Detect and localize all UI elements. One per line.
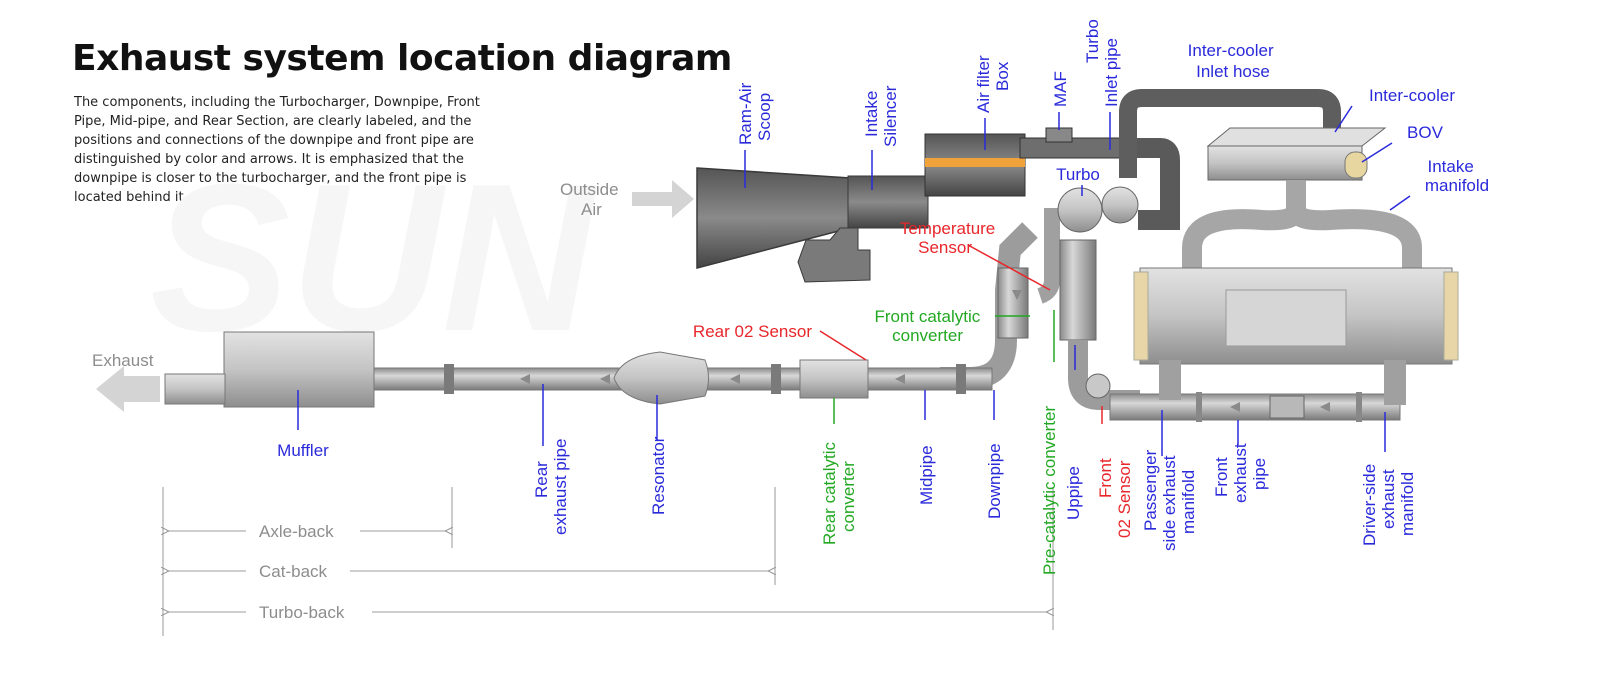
cat-back-label: Cat-back bbox=[259, 562, 328, 581]
bov-valve bbox=[1344, 151, 1368, 179]
uppipe bbox=[1068, 340, 1140, 410]
intake-manifold-label: Intake manifold bbox=[1425, 157, 1489, 195]
turbo-label: Turbo bbox=[1056, 165, 1100, 184]
bov-label: BOV bbox=[1407, 123, 1444, 142]
driver-pipe-flange bbox=[1356, 392, 1362, 422]
outside-air-arrow bbox=[632, 180, 694, 218]
outside-air-label: Outside Air bbox=[560, 180, 623, 219]
page-title: Exhaust system location diagram bbox=[72, 38, 732, 79]
maf-label: MAF bbox=[1051, 71, 1070, 107]
front-pipe-flange bbox=[1196, 392, 1202, 422]
engine-crank bbox=[1225, 289, 1347, 347]
turbo-inlet-pipe bbox=[1120, 138, 1180, 230]
intake-silencer bbox=[847, 175, 929, 229]
flex-coupling bbox=[1269, 395, 1305, 419]
front-exhaust-pipe-label: Front exhaust pipe bbox=[1212, 439, 1269, 503]
muffler bbox=[223, 331, 375, 408]
engine-end-right bbox=[1443, 271, 1459, 361]
front-catalytic-converter-label: Front catalytic converter bbox=[874, 307, 985, 345]
ram-air-scoop-label: Ram-Air Scoop bbox=[736, 78, 774, 145]
intake-silencer-label: Intake Silencer bbox=[862, 85, 900, 147]
pre-catalytic-converter bbox=[1059, 239, 1097, 341]
rear-exhaust-pipe-label: Rear exhaust pipe bbox=[532, 439, 570, 535]
section-dimension-lines bbox=[163, 487, 1053, 636]
maf-sensor bbox=[1045, 127, 1073, 143]
exhaust-label: Exhaust bbox=[92, 351, 154, 370]
intercooler-inlet-hose-label: Inter-cooler Inlet hose bbox=[1188, 41, 1279, 81]
resonator-label: Resonator bbox=[649, 436, 668, 515]
rear-catalytic-converter bbox=[799, 359, 869, 399]
rear-catalytic-converter-label: Rear catalytic converter bbox=[820, 437, 858, 545]
intercooler-top bbox=[1206, 127, 1387, 147]
axle-back-label: Axle-back bbox=[259, 522, 334, 541]
flow-arrows bbox=[520, 290, 1330, 412]
silencer-chamber bbox=[797, 227, 871, 283]
engine-end-left bbox=[1133, 271, 1149, 361]
exhaust-out-arrow bbox=[96, 366, 160, 412]
resonator bbox=[613, 351, 709, 405]
rear-o2-sensor-label: Rear 02 Sensor bbox=[693, 322, 812, 341]
uppipe-flange bbox=[1085, 373, 1111, 399]
intercooler-label: Inter-cooler bbox=[1369, 86, 1455, 105]
intercooler-inlet-hose bbox=[1119, 89, 1341, 178]
turbo bbox=[1057, 187, 1103, 233]
turbo-compressor bbox=[1101, 186, 1139, 224]
description-text: The components, including the Turbocharg… bbox=[74, 95, 480, 205]
air-filter-element bbox=[925, 158, 1025, 167]
air-filter-box-label: Air filter Box bbox=[974, 51, 1012, 113]
temperature-sensor-label: Temperature Sensor bbox=[900, 219, 1000, 257]
turbo-back-label: Turbo-back bbox=[259, 603, 345, 622]
downpipe-label: Downpipe bbox=[985, 443, 1004, 519]
driver-side-exhaust-manifold-label: Driver-side exhaust manifold bbox=[1360, 459, 1417, 546]
turbo-inlet-pipe-label: Turbo Inlet pipe bbox=[1083, 14, 1121, 107]
midpipe-label: Midpipe bbox=[917, 445, 936, 505]
tailpipe bbox=[164, 373, 226, 405]
intake-manifold bbox=[1182, 180, 1422, 270]
pipe-flanges bbox=[444, 364, 966, 394]
uppipe-label: Uppipe bbox=[1064, 466, 1083, 520]
passenger-side-exhaust-manifold-label: Passenger side exhaust manifold bbox=[1141, 445, 1198, 551]
front-catalytic-converter bbox=[997, 267, 1029, 339]
leader-lines bbox=[297, 105, 1411, 456]
turbo-outlet-pipe bbox=[1037, 208, 1060, 304]
intercooler bbox=[1207, 145, 1363, 181]
pre-catalytic-converter-label: Pre-catalytic converter bbox=[1040, 406, 1059, 575]
muffler-label: Muffler bbox=[277, 441, 329, 460]
front-o2-sensor-label: Front 02 Sensor bbox=[1096, 454, 1134, 538]
front-exhaust-pipe bbox=[1109, 393, 1401, 421]
